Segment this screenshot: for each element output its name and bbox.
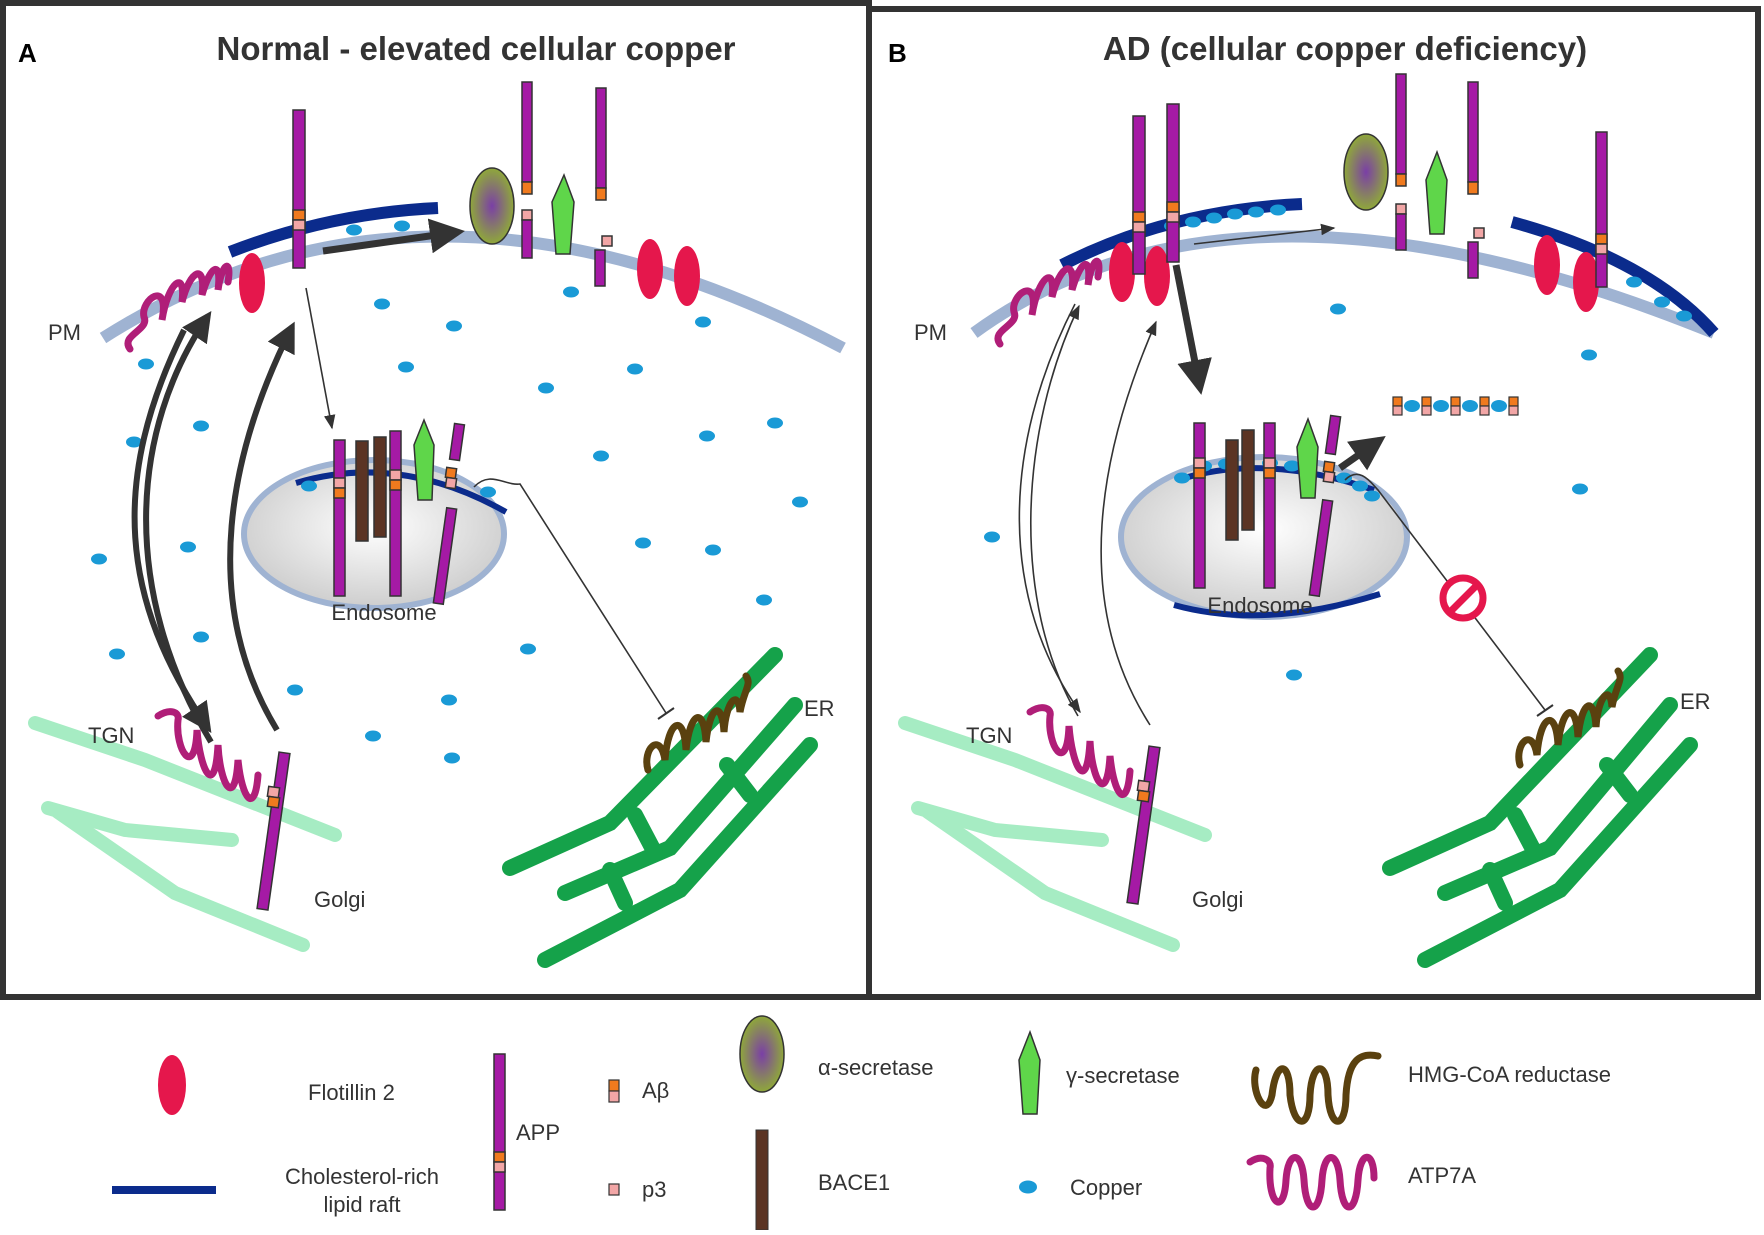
alpha-secretase bbox=[469, 167, 515, 245]
raft-line-icon bbox=[112, 1186, 216, 1194]
gamma-secretase-icon bbox=[1018, 1029, 1041, 1115]
endosome-proteins bbox=[1193, 414, 1342, 598]
label-pm: PM bbox=[914, 320, 947, 345]
trafficking-arrows bbox=[131, 218, 675, 744]
legend-alpha: α-secretase bbox=[818, 1055, 933, 1080]
copper-icon bbox=[1019, 1180, 1037, 1194]
legend-flotillin: Flotillin 2 bbox=[308, 1080, 395, 1105]
app-tgn bbox=[1126, 745, 1161, 905]
app-tgn bbox=[256, 751, 291, 911]
flotillin-icon bbox=[158, 1055, 186, 1115]
flotillin-2 bbox=[1109, 235, 1599, 312]
legend-app: APP bbox=[516, 1120, 560, 1145]
abeta-icon bbox=[608, 1079, 620, 1103]
label-endosome: Endosome bbox=[331, 600, 436, 625]
app-fragments-pm bbox=[521, 81, 613, 287]
label-tgn: TGN bbox=[88, 723, 134, 748]
gamma-secretase-pm bbox=[551, 173, 575, 255]
app-fragments-pm bbox=[1395, 73, 1485, 279]
inhibition-sign-icon bbox=[1439, 574, 1487, 622]
legend-raft-line1: Cholesterol-rich bbox=[285, 1164, 439, 1189]
label-golgi: Golgi bbox=[314, 887, 365, 912]
endosome-proteins bbox=[333, 417, 466, 606]
copper-dots bbox=[91, 220, 808, 764]
legend-abeta: Aβ bbox=[642, 1078, 669, 1103]
hmg-coa-reductase-er bbox=[643, 672, 752, 774]
panel-b-title: AD (cellular copper deficiency) bbox=[1103, 30, 1587, 67]
label-tgn: TGN bbox=[966, 723, 1012, 748]
hmg-coa-reductase-icon bbox=[1251, 1051, 1382, 1125]
app-pm bbox=[1132, 103, 1608, 288]
atp7a-tgn bbox=[1026, 704, 1134, 798]
atp7a-pm bbox=[994, 258, 1103, 348]
panel-a: PM TGN Golgi ER Endosome bbox=[28, 81, 846, 968]
legend: Flotillin 2 Cholesterol-rich lipid raft … bbox=[112, 1015, 1611, 1231]
legend-bace1: BACE1 bbox=[818, 1170, 890, 1195]
label-er: ER bbox=[1680, 689, 1711, 714]
hmg-coa-reductase-er bbox=[1515, 667, 1624, 769]
atp7a-pm bbox=[124, 263, 233, 353]
endosome-lipid-raft bbox=[1173, 591, 1381, 619]
label-golgi: Golgi bbox=[1192, 887, 1243, 912]
gamma-secretase-pm bbox=[1425, 149, 1448, 235]
lipid-raft-segment bbox=[1510, 216, 1719, 337]
legend-hmg: HMG-CoA reductase bbox=[1408, 1062, 1611, 1087]
legend-raft-line2: lipid raft bbox=[323, 1192, 400, 1217]
abeta-aggregate bbox=[1392, 396, 1519, 416]
alpha-secretase bbox=[1343, 133, 1389, 211]
legend-p3: p3 bbox=[642, 1177, 666, 1202]
label-er: ER bbox=[804, 696, 835, 721]
label-pm: PM bbox=[48, 320, 81, 345]
label-endosome: Endosome bbox=[1207, 593, 1312, 618]
alpha-secretase-icon bbox=[739, 1015, 785, 1093]
app-pm bbox=[292, 109, 306, 269]
legend-atp7a: ATP7A bbox=[1408, 1163, 1476, 1188]
p3-icon bbox=[608, 1183, 620, 1196]
app-icon bbox=[493, 1053, 506, 1211]
trafficking-arrows bbox=[1018, 223, 1554, 726]
panel-a-letter: A bbox=[18, 38, 37, 68]
atp7a-icon bbox=[1246, 1153, 1378, 1211]
panel-b-letter: B bbox=[888, 38, 907, 68]
atp7a-tgn bbox=[154, 708, 262, 802]
legend-gamma: γ-secretase bbox=[1066, 1063, 1180, 1088]
bace1-icon bbox=[755, 1129, 769, 1231]
panel-b: PM TGN Golgi ER Endosome bbox=[898, 73, 1719, 968]
flotillin-2 bbox=[239, 239, 700, 313]
legend-copper: Copper bbox=[1070, 1175, 1142, 1200]
lipid-raft-segment bbox=[227, 202, 439, 258]
panel-a-title: Normal - elevated cellular copper bbox=[216, 30, 735, 67]
